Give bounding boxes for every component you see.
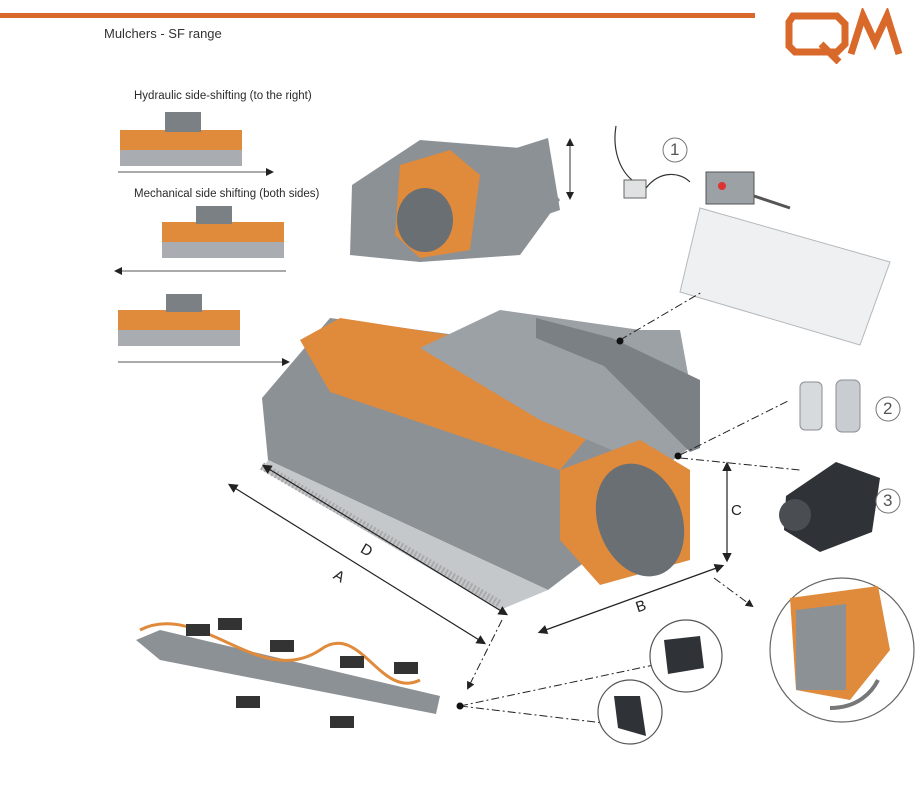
dimension-c-label: C — [731, 502, 742, 519]
rotor-detail — [136, 618, 440, 728]
blade-tool-detail — [597, 679, 663, 745]
callout-2-number: 2 — [883, 399, 893, 418]
hydraulic-couplers — [799, 379, 861, 433]
hydraulic-shift-label: Hydraulic side-shifting (to the right) — [134, 90, 312, 102]
callout-leaders — [459, 291, 801, 725]
callout-1-circle — [662, 137, 688, 163]
mechanical-shift-label: Mechanical side shifting (both sides) — [134, 188, 320, 200]
side-view-mulcher — [350, 138, 574, 262]
page-title: Mulchers - SF range — [104, 26, 222, 41]
main-mulcher — [259, 310, 700, 610]
thumbnail-hydraulic — [118, 112, 274, 176]
dimension-lines — [227, 461, 732, 645]
header-rule — [0, 13, 755, 18]
hammer-tool-detail — [649, 619, 723, 693]
hydraulic-motor — [779, 462, 880, 552]
qm-logo — [785, 8, 911, 64]
callout-3-circle — [875, 488, 901, 514]
skid-detail — [769, 577, 915, 723]
callout-2-circle — [875, 396, 901, 422]
callout-3-number: 3 — [883, 491, 893, 510]
qm-logo-icon — [785, 8, 903, 64]
thumbnail-mechanical-1 — [114, 206, 286, 275]
callout-1-number: 1 — [670, 140, 680, 159]
electric-control-kit — [614, 125, 891, 346]
thumbnail-mechanical-2 — [118, 294, 290, 366]
